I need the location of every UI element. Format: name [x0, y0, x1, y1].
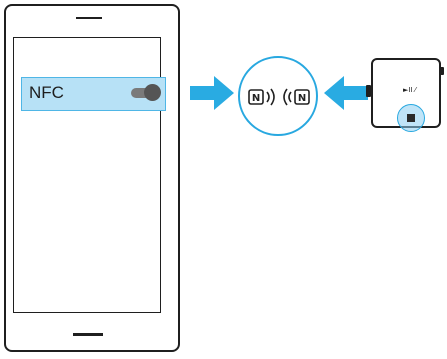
nfc-setting-label: NFC	[29, 83, 64, 102]
phone-home-bar	[73, 333, 103, 336]
nfc-setting-row[interactable]: NFC	[21, 77, 166, 111]
nfc-toggle-thumb[interactable]	[144, 84, 161, 101]
arrow-right-icon	[190, 76, 234, 110]
nfc-connection-circle	[238, 56, 318, 136]
device-side-tab	[440, 67, 444, 75]
device-nfc-spot	[397, 104, 425, 132]
device-side-button	[366, 85, 371, 97]
device-nfc-button[interactable]	[407, 114, 415, 122]
phone-speaker	[76, 17, 102, 19]
nfc-right-glyph: N	[298, 93, 306, 104]
play-pause-icon: ►II ⁄	[403, 86, 416, 94]
arrow-left-icon	[324, 76, 368, 110]
nfc-toggle-track[interactable]	[131, 88, 153, 98]
nfc-left-glyph: N	[252, 93, 260, 104]
nfc-icon: N N	[248, 88, 310, 106]
